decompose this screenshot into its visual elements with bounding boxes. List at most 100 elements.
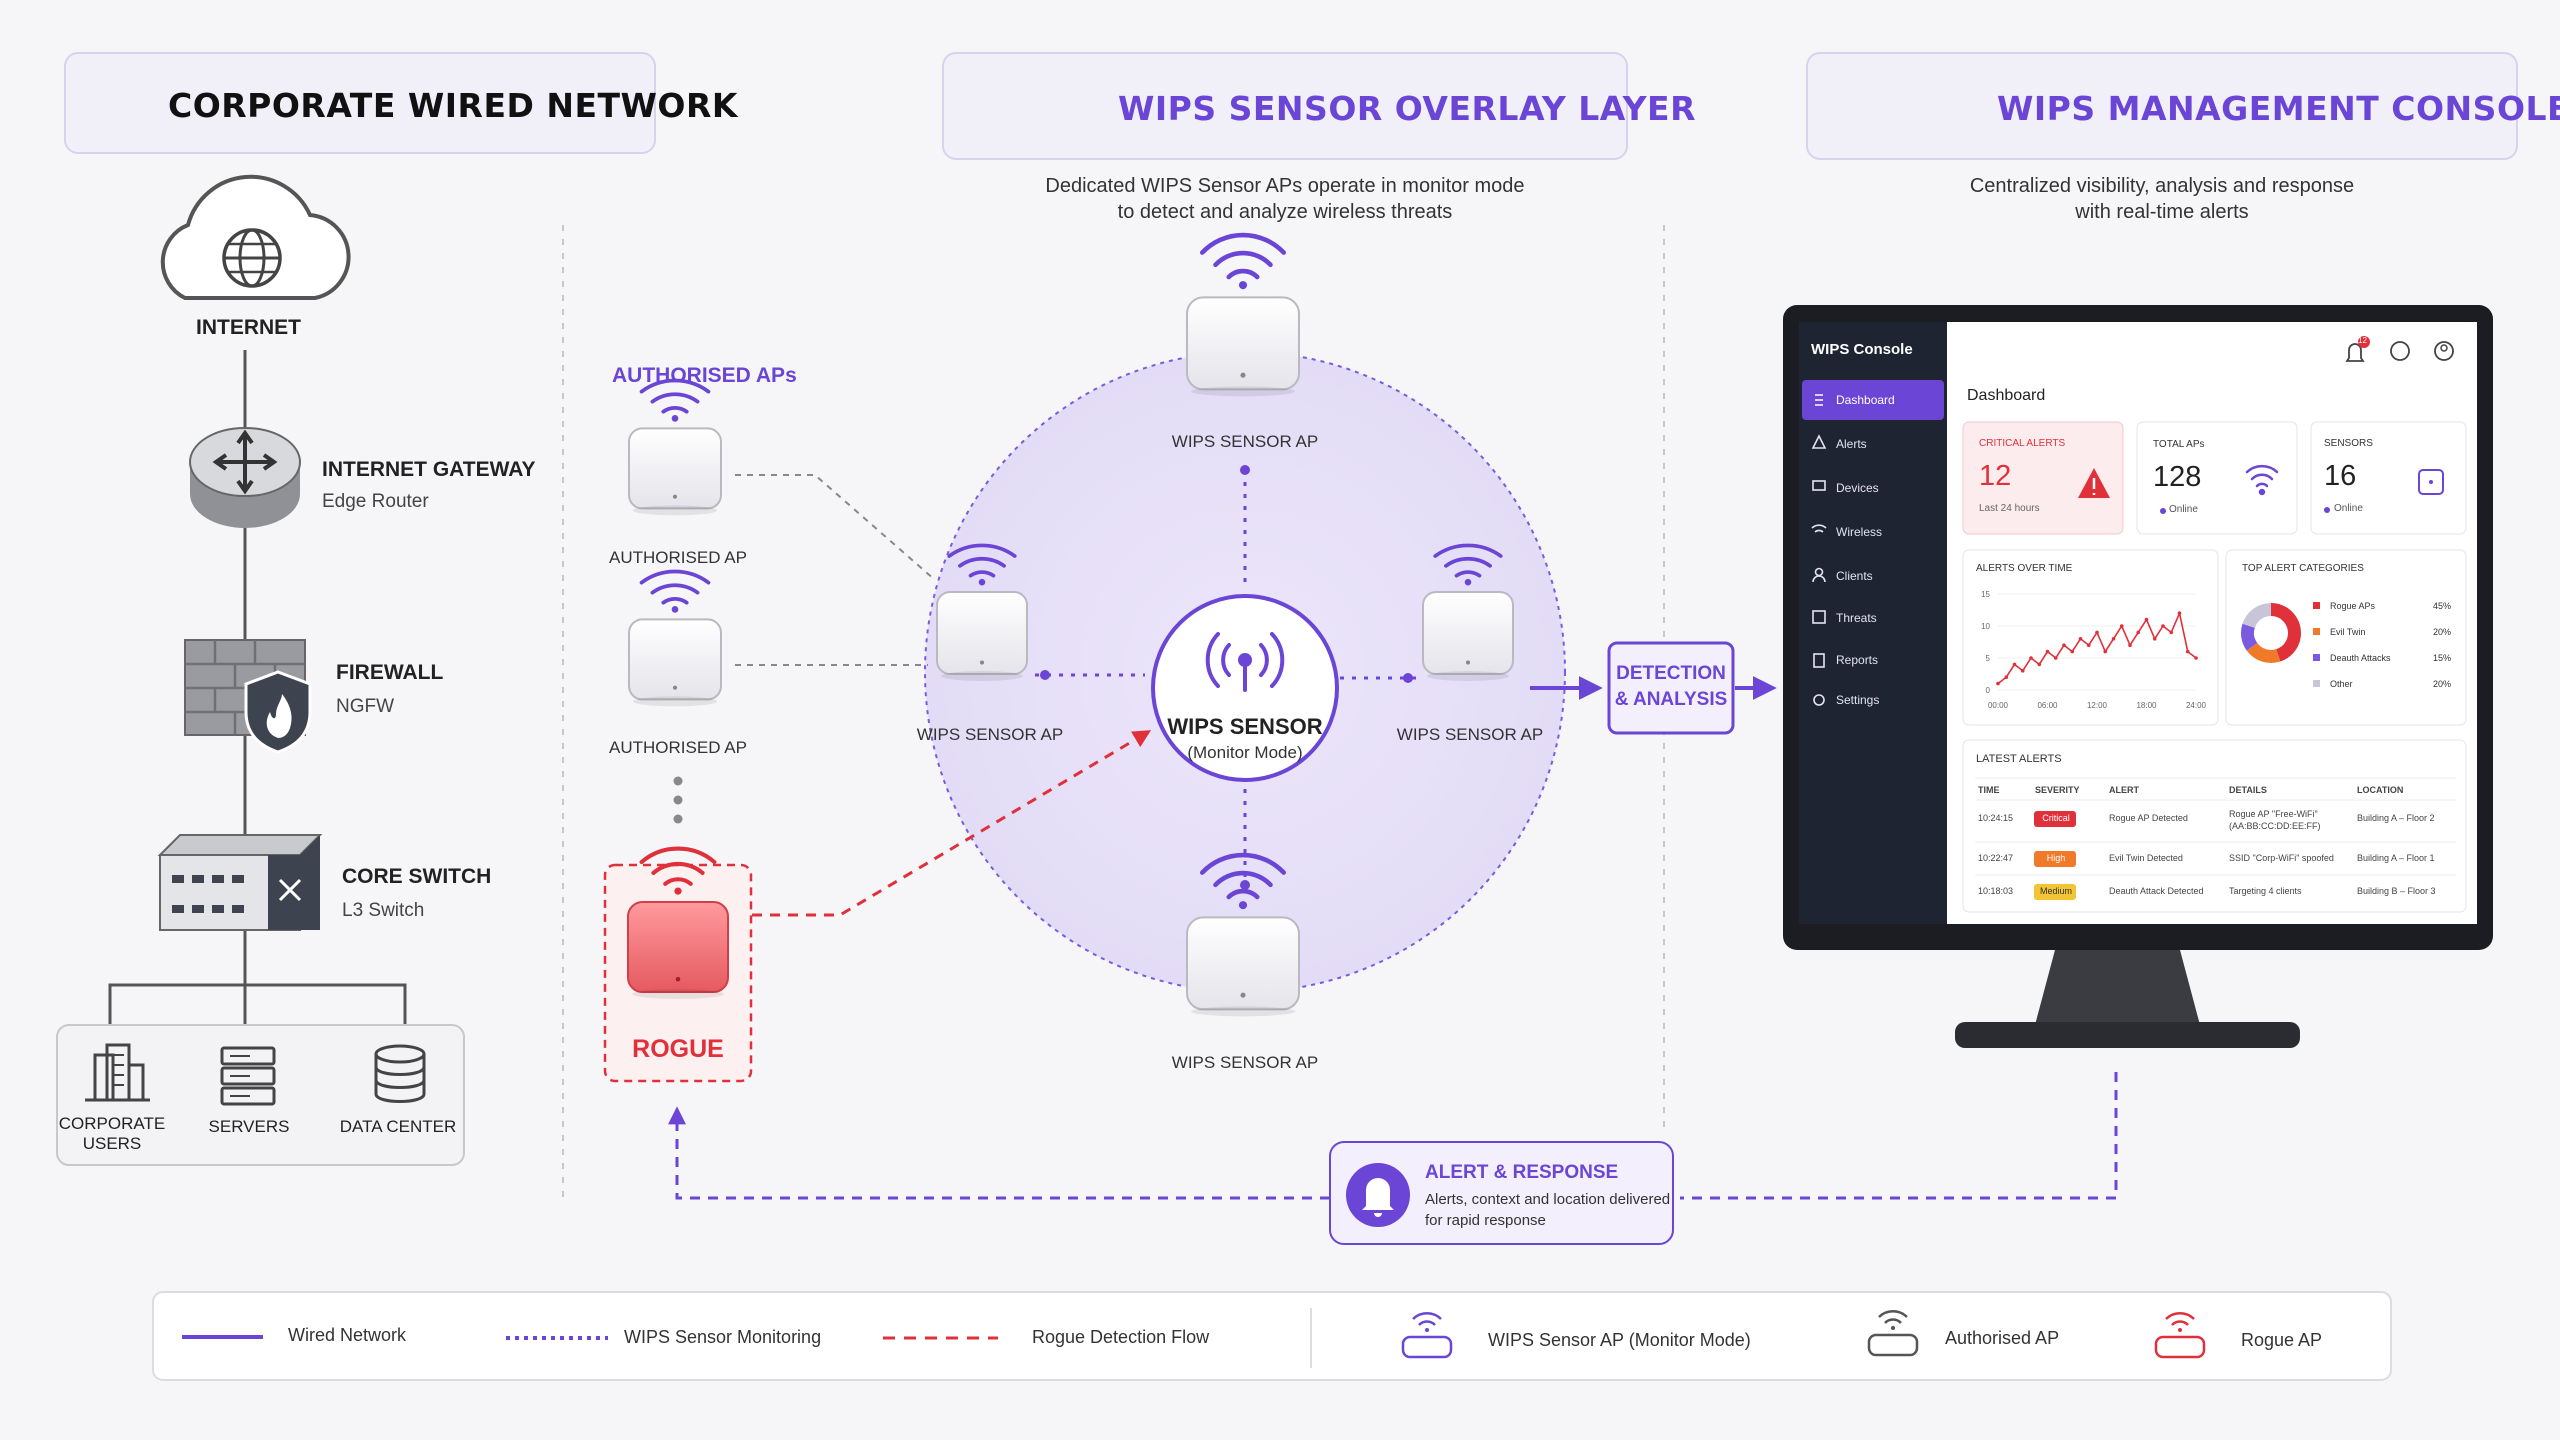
endpoints-group [56, 1024, 465, 1166]
alerts-point-4 [2029, 656, 2033, 660]
table-cell-details-extra: (AA:BB:CC:DD:EE:FF) [2229, 821, 2321, 831]
table-cell-alert: Deauth Attack Detected [2109, 886, 2204, 896]
sensors-note: Online [2334, 503, 2363, 514]
firewall-icon [184, 639, 312, 754]
x-tick-label-4: 24:00 [2186, 701, 2207, 710]
switch-icon [157, 834, 323, 931]
nav-reports[interactable]: Reports [1836, 653, 1879, 667]
users-label-2: USERS [82, 1134, 142, 1153]
wips-sensor-ap-top [1186, 232, 1300, 397]
slice-value-1: 20% [2433, 627, 2451, 637]
slice-value-3: 20% [2433, 679, 2451, 689]
table-header-location: LOCATION [2357, 785, 2404, 795]
total-aps-note: Online [2169, 504, 2198, 515]
authorised-ap-label-1: AUTHORISED AP [609, 548, 747, 567]
alert-response-box [1329, 1141, 1674, 1245]
sensor-ap-label-left: WIPS SENSOR AP [916, 725, 1064, 744]
severity-medium-pill [2034, 884, 2076, 900]
sensor-section-title: WIPS SENSOR OVERLAY LAYER [1118, 89, 1696, 128]
dashboard-title: Dashboard [1967, 387, 2046, 404]
critical-value: 12 [1979, 460, 2012, 492]
legend-rogue-ap: Rogue AP [2241, 1330, 2323, 1350]
console-section-subtitle-1: Centralized visibility, analysis and res… [1969, 175, 2355, 197]
alerts-point-7 [2053, 656, 2058, 660]
severity-critical-pill [2034, 811, 2076, 827]
sensor-section-subtitle-2: to detect and analyze wireless threats [1117, 201, 1453, 223]
nav-threats[interactable]: Threats [1836, 611, 1877, 625]
legend-authorised-ap: Authorised AP [1945, 1328, 2060, 1348]
alerts-point-6 [2045, 649, 2050, 654]
rogue-detection-flow [752, 730, 1152, 917]
firewall-title: FIREWALL [336, 661, 444, 684]
auth-ap-link-1 [735, 474, 936, 581]
table-cell-severity: Medium [2039, 886, 2072, 896]
nav-settings[interactable]: Settings [1836, 693, 1880, 707]
alerts-point-18 [2144, 617, 2149, 622]
sensor-ap-label-right: WIPS SENSOR AP [1396, 725, 1544, 744]
donut-slice-0 [2271, 603, 2301, 662]
table-cell-details: Targeting 4 clients [2229, 886, 2302, 896]
alerts-point-11 [2086, 643, 2091, 647]
slice-value-0: 45% [2433, 601, 2451, 611]
alerts-point-14 [2111, 637, 2116, 641]
bell-icon [1362, 1178, 1394, 1217]
switch-title: CORE SWITCH [342, 865, 492, 888]
y-tick-label-2: 10 [1981, 622, 1990, 631]
table-cell-time: 10:22:47 [1978, 853, 2014, 863]
alerts-point-16 [2128, 643, 2132, 647]
console-section-title: WIPS MANAGEMENT CONSOLE [1997, 89, 2560, 128]
detection-label-1: DETECTION [1616, 663, 1726, 684]
legend-swatch-0 [2313, 602, 2320, 609]
servers-icon [220, 1046, 276, 1106]
switch-subtitle: L3 Switch [342, 900, 425, 921]
sensor-ap-label-bottom: WIPS SENSOR AP [1171, 1053, 1319, 1072]
console-section-subtitle-2: with real-time alerts [2075, 201, 2249, 223]
wired-section-title: CORPORATE WIRED NETWORK [168, 86, 738, 125]
alerts-point-20 [2161, 624, 2165, 628]
wips-sensor-ap-right [1422, 543, 1514, 681]
authorised-ap-1 [628, 378, 722, 516]
alerts-point-15 [2119, 624, 2124, 628]
authorised-ap-2 [628, 569, 722, 707]
legend-sensor-ap: WIPS Sensor AP (Monitor Mode) [1488, 1330, 1751, 1350]
nav-devices[interactable]: Devices [1836, 481, 1879, 495]
nav-clients[interactable]: Clients [1836, 569, 1873, 583]
detection-label-2: & ANALYSIS [1614, 689, 1728, 710]
y-tick-label-3: 15 [1981, 590, 1990, 599]
nav-alerts[interactable]: Alerts [1836, 437, 1867, 451]
alerts-point-8 [2062, 643, 2066, 647]
legend-rogue-flow: Rogue Detection Flow [1032, 1327, 1210, 1347]
sensor-ap-label-top: WIPS SENSOR AP [1171, 432, 1319, 451]
table-cell-time: 10:18:03 [1978, 886, 2014, 896]
nav-dashboard[interactable]: Dashboard [1836, 393, 1895, 407]
slice-value-2: 15% [2433, 653, 2451, 663]
latest-alerts-title: LATEST ALERTS [1976, 753, 2062, 765]
nav-icons [1811, 394, 1827, 706]
alerts-point-23 [2185, 649, 2190, 654]
table-cell-location: Building A – Floor 2 [2357, 813, 2435, 823]
severity-high-pill [2034, 851, 2076, 867]
x-tick-label-0: 00:00 [1988, 701, 2009, 710]
wips-center-title: WIPS SENSOR [1167, 714, 1323, 739]
slice-label-3: Other [2330, 679, 2353, 689]
slice-label-0: Rogue APs [2330, 601, 2376, 611]
sensors-label: SENSORS [2324, 438, 2373, 449]
table-cell-alert: Rogue AP Detected [2109, 813, 2188, 823]
alerts-point-9 [2070, 649, 2075, 654]
gateway-subtitle: Edge Router [322, 491, 429, 512]
legend-sensor-ap-icon [1401, 1312, 1453, 1359]
nav-wireless[interactable]: Wireless [1836, 525, 1883, 539]
alerts-point-19 [2152, 637, 2157, 641]
detection-analysis-box [1607, 641, 1735, 735]
table-cell-severity: High [2046, 853, 2066, 863]
datacenter-label: DATA CENTER [339, 1117, 457, 1136]
sensor-section-subtitle-1: Dedicated WIPS Sensor APs operate in mon… [1045, 175, 1525, 197]
donut-slice-2 [2241, 623, 2258, 651]
alert-response-line-2: for rapid response [1425, 1212, 1546, 1229]
alerts-point-21 [2169, 630, 2174, 635]
alerts-point-5 [2037, 662, 2042, 667]
alerts-point-0 [1996, 681, 2000, 686]
legend-sensor-monitoring: WIPS Sensor Monitoring [624, 1327, 822, 1347]
alert-response-flow [677, 1072, 2118, 1200]
